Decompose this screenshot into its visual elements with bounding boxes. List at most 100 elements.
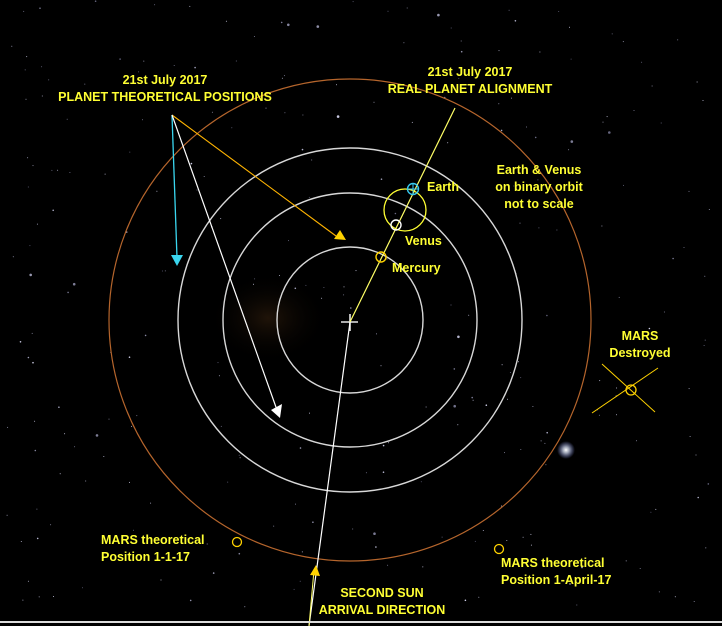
star xyxy=(94,0,97,2)
star xyxy=(355,270,357,272)
star xyxy=(599,380,601,382)
star xyxy=(394,212,397,215)
star xyxy=(253,36,255,37)
star xyxy=(238,454,240,456)
star xyxy=(138,71,140,73)
star xyxy=(108,418,110,420)
star xyxy=(650,511,652,513)
star xyxy=(11,45,13,47)
star xyxy=(696,81,698,83)
star xyxy=(380,178,383,180)
second-sun-line-1: SECOND SUN xyxy=(340,586,424,600)
star xyxy=(500,129,503,132)
star xyxy=(69,172,71,173)
star xyxy=(51,169,53,171)
star xyxy=(450,72,452,74)
star xyxy=(283,75,285,77)
star xyxy=(57,169,59,171)
star xyxy=(507,398,508,400)
star xyxy=(178,555,180,556)
star xyxy=(26,56,28,58)
star xyxy=(422,566,424,568)
star xyxy=(154,4,156,6)
star xyxy=(689,436,691,437)
theoretical-title: PLANET THEORETICAL POSITIONS xyxy=(58,90,272,104)
theoretical-arrow-line xyxy=(171,114,337,237)
star xyxy=(530,544,532,546)
star xyxy=(386,258,388,260)
star xyxy=(161,270,163,272)
star xyxy=(295,503,296,505)
star xyxy=(705,547,707,549)
star xyxy=(598,414,600,416)
star xyxy=(546,314,548,317)
star xyxy=(474,540,476,542)
star xyxy=(144,334,147,337)
star xyxy=(387,564,389,566)
star xyxy=(19,341,22,343)
star xyxy=(27,356,30,359)
star xyxy=(293,588,295,590)
earth-label: Earth xyxy=(427,180,459,194)
star xyxy=(253,283,254,285)
star xyxy=(365,472,367,474)
star xyxy=(688,190,690,192)
star xyxy=(672,257,674,260)
star xyxy=(53,596,54,597)
star xyxy=(648,327,651,330)
star xyxy=(20,541,22,542)
second-sun-label: SECOND SUN ARRIVAL DIRECTION xyxy=(300,585,464,619)
mars-destroyed-line-2: Destroyed xyxy=(609,346,671,360)
mercury-label: Mercury xyxy=(392,261,441,275)
star xyxy=(693,601,695,602)
star xyxy=(280,21,283,24)
star xyxy=(616,387,618,389)
star xyxy=(309,412,310,414)
star xyxy=(514,20,517,22)
star xyxy=(518,361,519,363)
star xyxy=(688,388,690,390)
star xyxy=(85,480,87,482)
star xyxy=(569,583,571,585)
star xyxy=(27,580,29,582)
star xyxy=(36,223,38,225)
cyan-arrow-line xyxy=(171,114,178,259)
star xyxy=(48,79,50,81)
star xyxy=(206,543,208,545)
star xyxy=(453,368,456,370)
star xyxy=(655,508,657,510)
star xyxy=(674,596,676,598)
star xyxy=(284,112,286,114)
star xyxy=(683,247,685,248)
star xyxy=(343,286,345,288)
star xyxy=(540,440,542,442)
nebula-glow xyxy=(208,273,328,363)
white-arrow-line xyxy=(171,114,278,411)
star xyxy=(658,591,660,593)
star xyxy=(119,58,121,60)
mars-orbit xyxy=(108,78,592,562)
star xyxy=(299,447,302,449)
star xyxy=(343,294,345,296)
star xyxy=(704,339,706,341)
star xyxy=(336,84,337,86)
theoretical-arrow-head-icon xyxy=(334,230,346,240)
bright-star xyxy=(557,441,575,459)
star xyxy=(406,7,408,9)
star xyxy=(622,41,624,43)
star xyxy=(472,399,474,401)
star xyxy=(478,596,480,598)
star xyxy=(321,297,323,299)
star xyxy=(350,307,352,309)
star xyxy=(164,270,166,272)
star xyxy=(299,580,301,582)
second-sun-arrow-icon xyxy=(310,565,320,576)
star xyxy=(453,404,457,408)
star xyxy=(485,404,488,407)
star xyxy=(623,184,624,186)
binary-orbit-ring xyxy=(383,188,427,232)
star xyxy=(227,481,229,483)
mars-april-line-2: Position 1-April-17 xyxy=(501,573,612,587)
